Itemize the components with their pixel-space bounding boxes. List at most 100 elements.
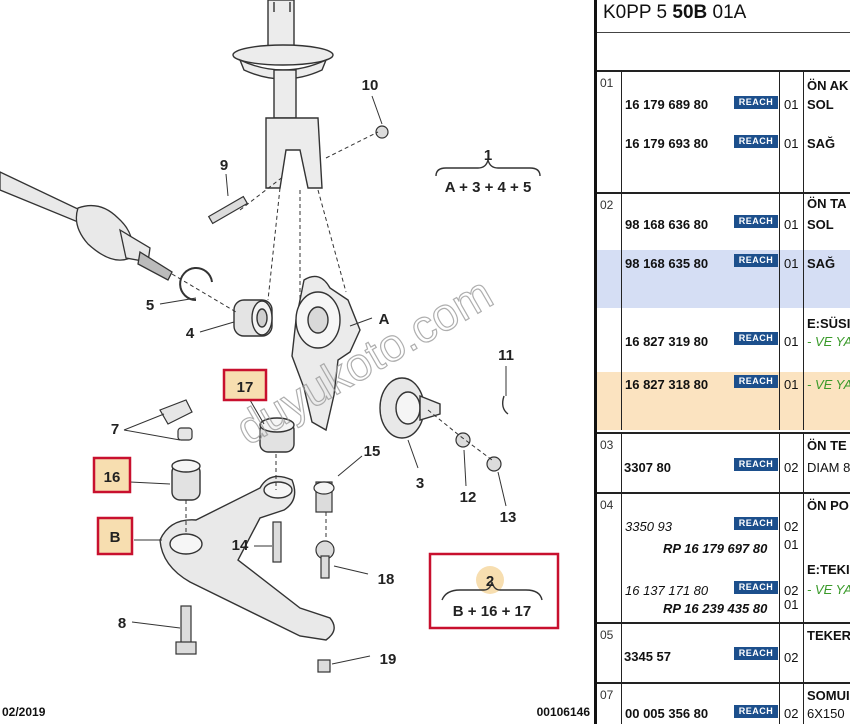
callout-3: 3	[416, 475, 424, 492]
group-index: 01	[600, 76, 614, 90]
callout-4: 4	[186, 325, 195, 342]
replacement-part[interactable]: RP 16 179 697 80	[663, 541, 768, 556]
part-number[interactable]: 16 137 171 80	[625, 583, 709, 598]
reach-badge: REACH	[734, 517, 778, 530]
reach-badge: REACH	[734, 96, 778, 109]
part-number[interactable]: 3350 93	[625, 519, 672, 534]
description: - VE YA	[807, 377, 850, 392]
part-number[interactable]: 3345 57	[624, 649, 671, 664]
callout-5: 5	[146, 297, 154, 314]
footer-ref: 00106146	[537, 705, 591, 719]
reach-badge: REACH	[734, 375, 778, 388]
group-heading: SOMUI	[807, 688, 850, 703]
reach-badge: REACH	[734, 215, 778, 228]
reach-badge: REACH	[734, 647, 778, 660]
group-heading: ÖN TA	[807, 196, 847, 211]
quantity: 01	[784, 334, 799, 349]
quantity: 02	[784, 706, 799, 721]
part-number[interactable]: 98 168 636 80	[625, 217, 709, 232]
group-03: 03 ÖN TE 3307 80 REACH 02 DIAM 8	[597, 432, 850, 494]
description: SOL	[807, 97, 834, 112]
part-number[interactable]: 16 827 318 80	[625, 377, 709, 392]
description-heading: E:SÜSI	[807, 316, 850, 331]
part-number[interactable]: 16 179 689 80	[625, 97, 709, 112]
lower-control-arm	[159, 475, 335, 641]
quantity: 01	[784, 97, 799, 112]
description: SAĞ	[807, 256, 836, 271]
description: SAĞ	[807, 136, 836, 151]
group-2-formula: B + 16 + 17	[453, 603, 531, 620]
reach-badge: REACH	[734, 135, 778, 148]
part-number[interactable]: 3307 80	[624, 460, 671, 475]
callout-14: 14	[232, 537, 249, 554]
description: SOL	[807, 217, 834, 232]
callout-17: 17	[237, 379, 254, 396]
group-index: 04	[600, 498, 614, 512]
leader-lines	[123, 95, 507, 665]
part-number[interactable]: 00 005 356 80	[625, 706, 709, 721]
callout-12: 12	[460, 489, 477, 506]
bolts	[175, 125, 502, 673]
part-number[interactable]: 16 827 319 80	[625, 334, 709, 349]
callout-B: B	[110, 529, 121, 546]
quantity: 01	[784, 136, 799, 151]
description-heading: E:TEKI	[807, 562, 850, 577]
group-05: 05 TEKER 3345 57 REACH 02	[597, 622, 850, 684]
reach-badge: REACH	[734, 254, 778, 267]
wheel-hub	[379, 377, 441, 439]
group-04: 04 ÖN PO 3350 93 REACH 02 RP 16 179 697 …	[597, 492, 850, 624]
drive-shaft	[0, 171, 173, 281]
group-heading: TEKER	[807, 628, 850, 643]
quantity: 01	[784, 537, 799, 552]
bushing-17	[259, 417, 295, 453]
callout-7: 7	[111, 421, 119, 438]
group-07: 07 SOMUI 00 005 356 80 REACH 02 6X150	[597, 682, 850, 724]
group-index: 03	[600, 438, 614, 452]
callout-8: 8	[118, 615, 126, 632]
group-heading: ÖN AK	[807, 78, 849, 93]
group-index: 02	[600, 198, 614, 212]
table-title: K0PP 5 50B 01A	[603, 2, 747, 23]
circlip-part	[179, 267, 213, 301]
group-2-number: 2	[486, 573, 494, 590]
cotter-pin	[501, 395, 509, 415]
steering-knuckle	[291, 275, 361, 432]
description: 6X150	[807, 706, 845, 721]
group-index: 05	[600, 628, 614, 642]
group-index: 07	[600, 688, 614, 702]
reach-badge: REACH	[734, 581, 778, 594]
callout-15: 15	[364, 443, 381, 460]
callout-9: 9	[220, 157, 228, 174]
reach-badge: REACH	[734, 458, 778, 471]
reach-badge: REACH	[734, 332, 778, 345]
callout-18: 18	[378, 571, 395, 588]
callout-10: 10	[362, 77, 379, 94]
quantity: 01	[784, 597, 799, 612]
row-highlight-blue	[597, 250, 850, 308]
bracket-part	[159, 399, 193, 441]
parts-table: K0PP 5 50B 01A 01 ÖN AK 16 179 689 80 RE…	[594, 0, 850, 724]
callout-13: 13	[500, 509, 517, 526]
parts-diagram: 10 9 5 4 A 7 16 B 14 8 17 11 15 3 12 13 …	[0, 0, 591, 719]
table-header-box	[597, 32, 850, 71]
replacement-part[interactable]: RP 16 239 435 80	[663, 601, 768, 616]
quantity: 02	[784, 460, 799, 475]
part-number[interactable]: 98 168 635 80	[625, 256, 709, 271]
quantity: 01	[784, 256, 799, 271]
quantity: 01	[784, 217, 799, 232]
row-highlight-orange	[597, 372, 850, 430]
callout-16: 16	[104, 469, 121, 486]
group-02: 02 ÖN TA 98 168 636 80 REACH 01 SOL 98 1…	[597, 192, 850, 430]
group-1-number: 1	[484, 147, 492, 164]
callout-A: A	[379, 311, 390, 328]
group-01: 01 ÖN AK 16 179 689 80 REACH 01 SOL 16 1…	[597, 70, 850, 194]
shock-absorber	[232, 0, 334, 189]
quantity: 01	[784, 377, 799, 392]
description: DIAM 8	[807, 460, 850, 475]
part-number[interactable]: 16 179 693 80	[625, 136, 709, 151]
callout-11: 11	[498, 347, 514, 364]
quantity: 02	[784, 650, 799, 665]
group-heading: ÖN TE	[807, 438, 847, 453]
description: - VE YA	[807, 582, 850, 597]
quantity: 02	[784, 519, 799, 534]
